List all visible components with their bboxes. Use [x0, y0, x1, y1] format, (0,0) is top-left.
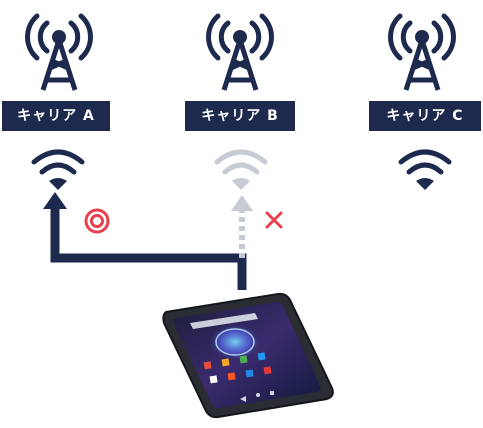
signal-tower-icon: [25, 13, 93, 91]
wifi-icon: [31, 149, 85, 190]
signal-tower-icon: [388, 13, 456, 91]
signal-tower-icon: [206, 13, 274, 91]
double-circle-ok-icon: [84, 208, 110, 234]
wifi-faded-icon: [214, 149, 268, 190]
carrier-c-label: キャリア C: [369, 101, 481, 131]
active-connection-arrow: [50, 206, 247, 290]
wifi-icon: [398, 149, 452, 190]
smartphone-icon: [162, 292, 334, 419]
carrier-b-label: キャリア B: [185, 101, 295, 131]
arrow-head-b: [231, 195, 253, 211]
carrier-a-label: キャリア A: [2, 101, 110, 131]
cross-ng-icon: [265, 211, 283, 229]
arrow-head-a: [43, 192, 67, 209]
